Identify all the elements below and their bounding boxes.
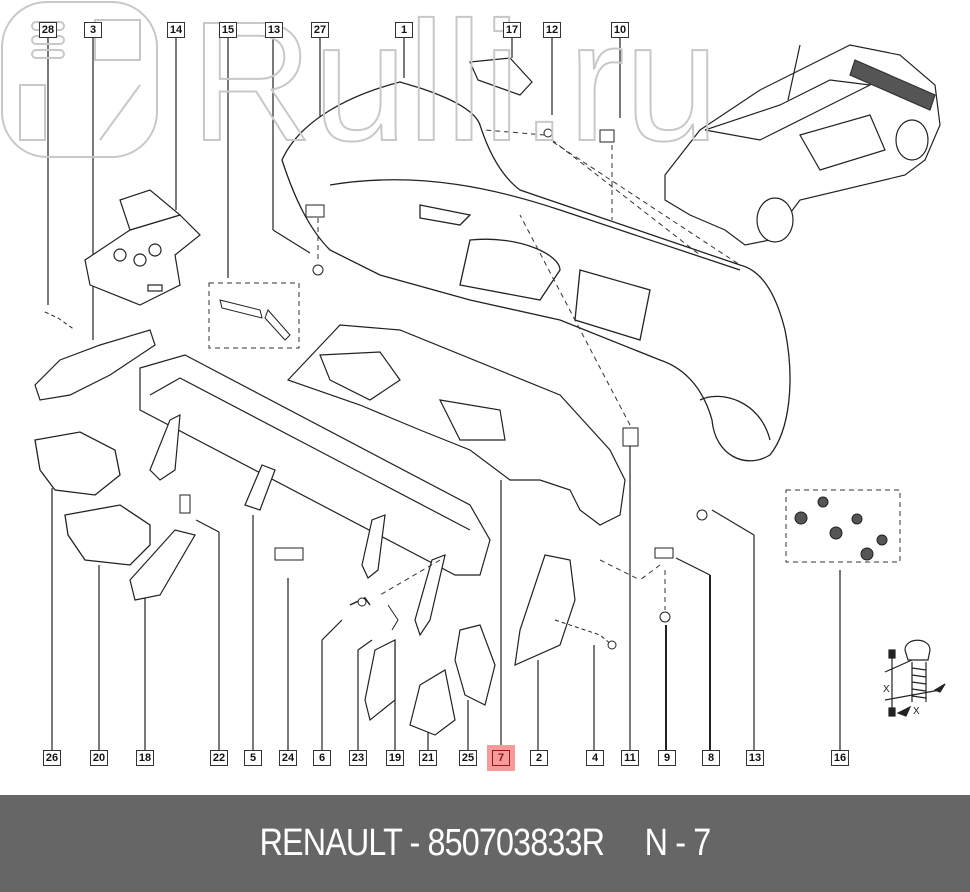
callout-7-highlighted[interactable]: 7 — [487, 745, 515, 771]
callout-2[interactable]: 2 — [530, 750, 548, 766]
parts-box — [84, 189, 201, 306]
part-number-caption: RENAULT - 850703833R N - 7 — [259, 822, 712, 864]
callout-19[interactable]: 19 — [386, 750, 404, 766]
callout-24[interactable]: 24 — [279, 750, 297, 766]
callout-8[interactable]: 8 — [702, 750, 720, 766]
callout-15[interactable]: 15 — [219, 22, 237, 38]
callout-1[interactable]: 1 — [395, 22, 413, 38]
callout-26[interactable]: 26 — [43, 750, 61, 766]
callout-13-bottom[interactable]: 13 — [746, 750, 764, 766]
callout-12[interactable]: 12 — [543, 22, 561, 38]
callout-18[interactable]: 18 — [136, 750, 154, 766]
callout-3[interactable]: 3 — [84, 22, 102, 38]
callout-16[interactable]: 16 — [831, 750, 849, 766]
callout-10[interactable]: 10 — [611, 22, 629, 38]
torque-symbol-icon: X X — [883, 639, 946, 717]
callout-22[interactable]: 22 — [210, 750, 228, 766]
callout-14[interactable]: 14 — [167, 22, 185, 38]
impact-beam — [139, 354, 491, 637]
callout-28[interactable]: 28 — [39, 22, 57, 38]
callout-13-top[interactable]: 13 — [265, 22, 283, 38]
callout-11[interactable]: 11 — [621, 750, 639, 766]
callout-20[interactable]: 20 — [90, 750, 108, 766]
diagram-line-art: X X — [34, 38, 946, 750]
bumper-shell — [281, 81, 791, 462]
callout-4[interactable]: 4 — [586, 750, 604, 766]
callout-17[interactable]: 17 — [503, 22, 521, 38]
part-info-footer: RENAULT - 850703833R N - 7 — [0, 795, 970, 892]
car-illustration — [664, 44, 941, 246]
callout-9[interactable]: 9 — [658, 750, 676, 766]
callout-21[interactable]: 21 — [419, 750, 437, 766]
diffuser-part-7 — [286, 324, 626, 526]
svg-text:X: X — [883, 684, 890, 695]
parts-diagram: X X Rulli.ru 28 3 14 15 13 27 1 17 12 10… — [1, 0, 946, 771]
callout-25[interactable]: 25 — [459, 750, 477, 766]
callout-5[interactable]: 5 — [244, 750, 262, 766]
svg-text:X: X — [913, 706, 920, 717]
callout-6[interactable]: 6 — [313, 750, 331, 766]
callout-23[interactable]: 23 — [349, 750, 367, 766]
callout-27[interactable]: 27 — [311, 22, 329, 38]
